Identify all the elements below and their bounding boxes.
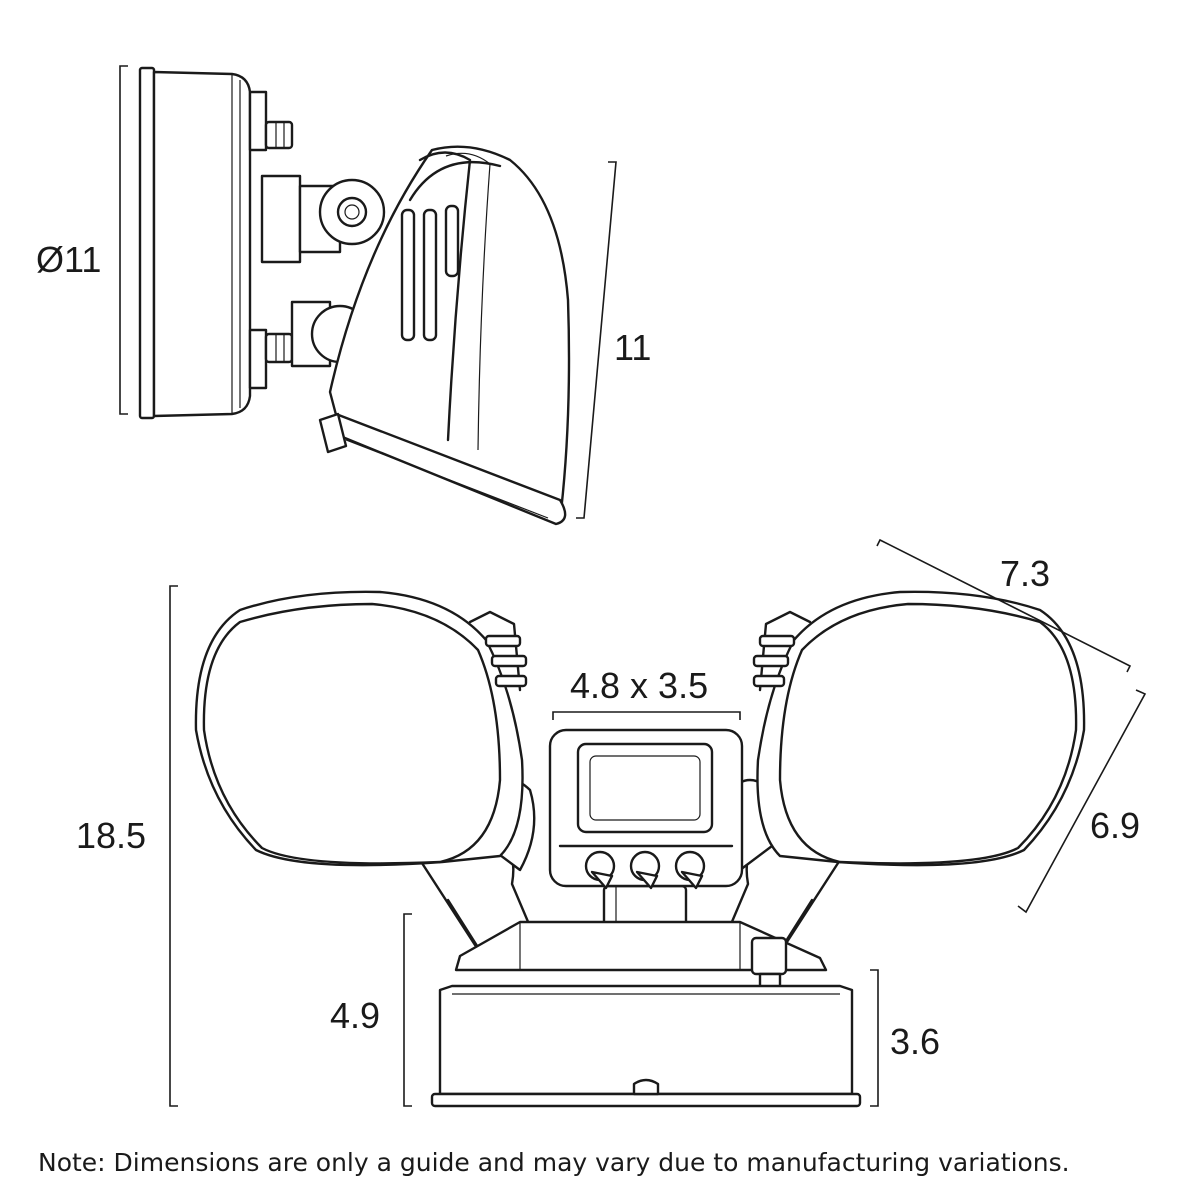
front-view: [194, 590, 1086, 1108]
diameter-label: Ø11: [36, 239, 101, 280]
head-height-label: 6.9: [1090, 805, 1140, 846]
side-wall-plate: [138, 66, 252, 420]
front-left-lamp-head: [194, 590, 528, 867]
side-view: [138, 66, 571, 526]
dimension-lines: [119, 65, 1147, 1107]
front-mount-base: [430, 920, 862, 1108]
mount-height-label: 4.9: [330, 995, 380, 1036]
side-lamp-head: [318, 145, 571, 526]
head-width-label: 7.3: [1000, 553, 1050, 594]
front-right-lamp-head: [752, 590, 1086, 867]
side-height-label: 11: [614, 327, 651, 368]
side-knuckle-upper: [260, 174, 386, 264]
overall-height-label: 18.5: [76, 815, 146, 856]
side-screws: [248, 90, 294, 390]
sensor-size-label: 4.8 x 3.5: [570, 665, 708, 706]
disclaimer-note: Note: Dimensions are only a guide and ma…: [38, 1148, 1070, 1177]
base-height-label: 3.6: [890, 1021, 940, 1062]
